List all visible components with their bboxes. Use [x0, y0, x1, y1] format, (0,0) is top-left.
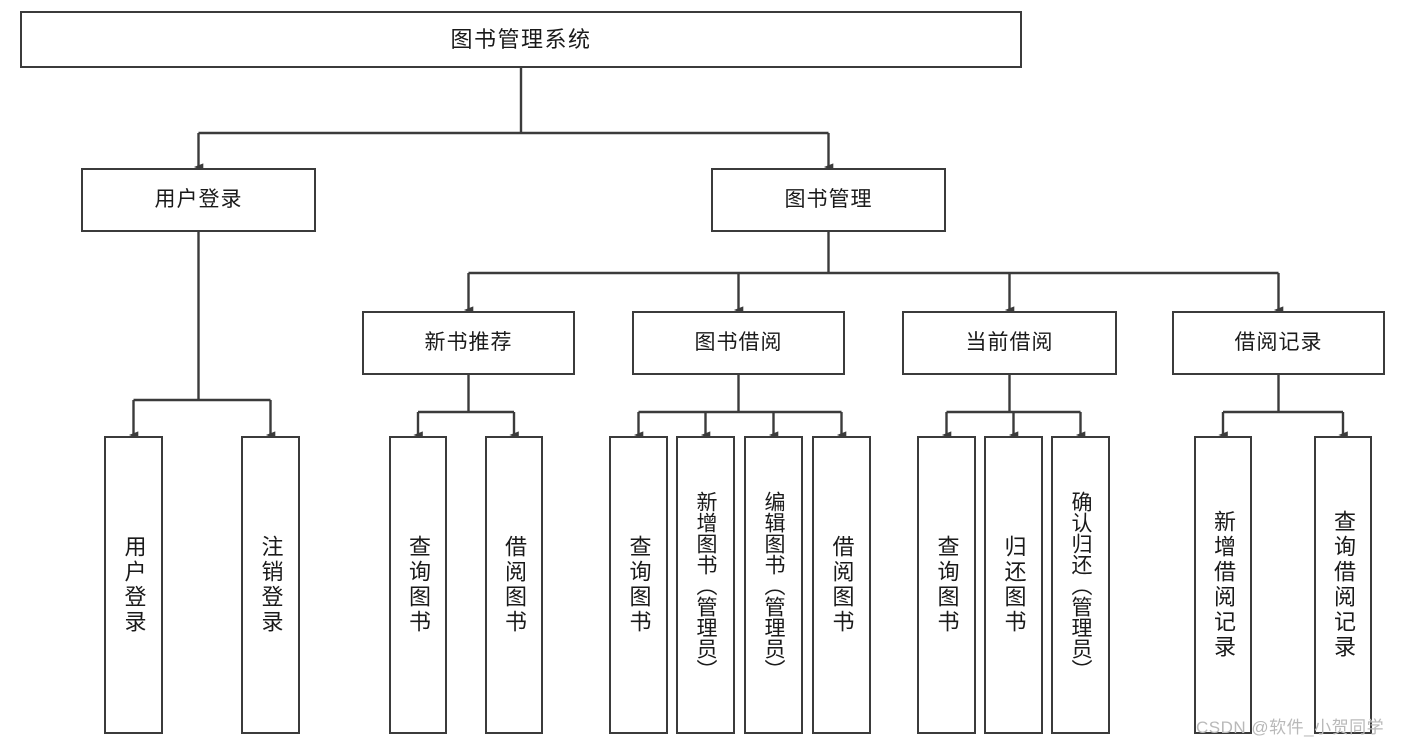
- node-leaf-edit-book[interactable]: 编辑图书（管理员）: [744, 436, 803, 734]
- node-leaf-add-book[interactable]: 新增图书（管理员）: [676, 436, 735, 734]
- node-label: 新增图书（管理员）: [694, 490, 717, 680]
- node-label: 图书管理: [784, 187, 873, 211]
- node-book-borrow[interactable]: 图书借阅: [632, 311, 845, 375]
- node-label: 注销登录: [258, 535, 284, 635]
- node-label: 查询图书: [626, 535, 652, 635]
- node-leaf-logout[interactable]: 注销登录: [241, 436, 300, 734]
- node-user-login[interactable]: 用户登录: [81, 168, 316, 232]
- node-label: 借阅记录: [1234, 330, 1323, 354]
- node-label: 当前借阅: [965, 330, 1054, 354]
- node-label: 编辑图书（管理员）: [762, 490, 785, 680]
- node-current-borrow[interactable]: 当前借阅: [902, 311, 1117, 375]
- node-label: 确认归还（管理员）: [1069, 490, 1092, 680]
- node-leaf-add-record[interactable]: 新增借阅记录: [1194, 436, 1252, 734]
- node-label: 归还图书: [1001, 535, 1027, 635]
- node-leaf-borrow-book-2[interactable]: 借阅图书: [812, 436, 871, 734]
- node-label: 用户登录: [121, 535, 147, 635]
- node-leaf-user-login[interactable]: 用户登录: [104, 436, 163, 734]
- node-label: 新增借阅记录: [1211, 510, 1236, 660]
- node-label: 新书推荐: [424, 330, 513, 354]
- node-book-manage[interactable]: 图书管理: [711, 168, 946, 232]
- node-label: 查询借阅记录: [1331, 510, 1356, 660]
- node-label: 借阅图书: [829, 535, 855, 635]
- node-label: 用户登录: [154, 187, 243, 211]
- node-label: 查询图书: [934, 535, 960, 635]
- csdn-watermark: CSDN @软件_小贺同学: [1196, 718, 1385, 737]
- node-root[interactable]: 图书管理系统: [20, 11, 1022, 68]
- node-leaf-query-book-1[interactable]: 查询图书: [389, 436, 447, 734]
- node-leaf-borrow-book-1[interactable]: 借阅图书: [485, 436, 543, 734]
- node-label: 图书借阅: [694, 330, 783, 354]
- node-label: 借阅图书: [502, 535, 527, 635]
- node-leaf-query-record[interactable]: 查询借阅记录: [1314, 436, 1372, 734]
- node-leaf-query-book-2[interactable]: 查询图书: [609, 436, 668, 734]
- node-leaf-confirm-return[interactable]: 确认归还（管理员）: [1051, 436, 1110, 734]
- node-new-book-rec[interactable]: 新书推荐: [362, 311, 575, 375]
- node-leaf-query-book-3[interactable]: 查询图书: [917, 436, 976, 734]
- node-label: 查询图书: [406, 535, 431, 635]
- node-borrow-record[interactable]: 借阅记录: [1172, 311, 1385, 375]
- node-label: 图书管理系统: [450, 26, 592, 52]
- edges: [128, 68, 1348, 439]
- node-leaf-return-book[interactable]: 归还图书: [984, 436, 1043, 734]
